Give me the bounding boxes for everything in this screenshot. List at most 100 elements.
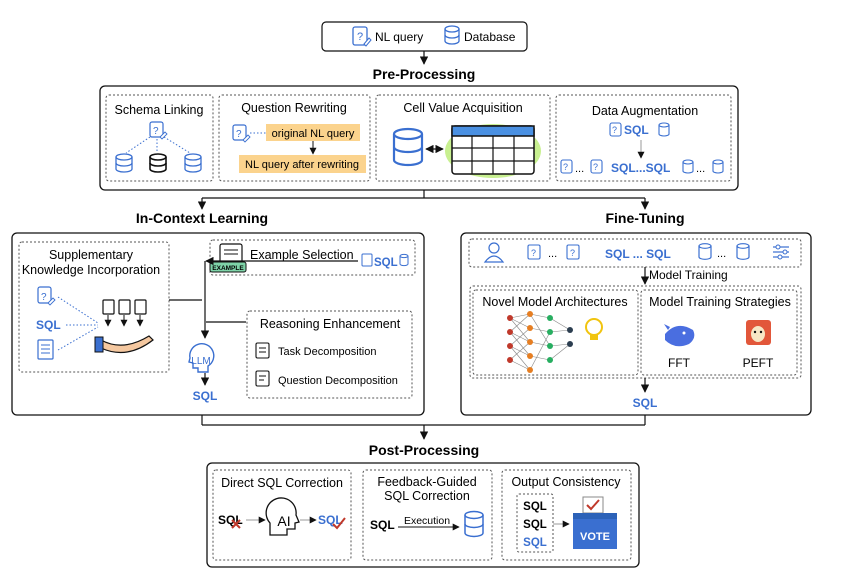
database-icon <box>115 153 133 173</box>
novel-architectures-title: Novel Model Architectures <box>482 295 627 309</box>
schema-linking-title: Schema Linking <box>115 103 204 117</box>
llm-icon: LLM <box>188 343 215 373</box>
fine-tuning-box <box>460 232 812 416</box>
svg-text:?: ? <box>563 162 568 172</box>
output-consistency-panel: Output Consistency SQL SQL SQL VOTE <box>501 469 632 561</box>
post-processing-title: Post-Processing <box>369 442 479 458</box>
vote-label: VOTE <box>580 531 610 543</box>
svg-text:?: ? <box>357 31 363 43</box>
llama-icon <box>746 320 771 345</box>
svg-text:?: ? <box>236 129 242 140</box>
database-icon <box>698 243 712 260</box>
ai-head-icon: AI <box>265 497 300 536</box>
question-icon: ? <box>37 286 56 306</box>
ellipsis-text: ... <box>575 163 584 175</box>
database-icon <box>464 510 484 538</box>
rewritten-query-label: NL query after rewriting <box>245 159 359 171</box>
question-icon: ? <box>566 244 580 260</box>
example-selection-title: Example Selection <box>250 248 354 262</box>
original-query-highlight <box>266 124 360 141</box>
svg-text:?: ? <box>153 126 159 137</box>
question-list-icon <box>255 370 270 387</box>
sql-sequence-label: SQL ... SQL <box>605 247 671 261</box>
check-icon <box>332 517 346 530</box>
feedback-line2: SQL Correction <box>384 489 470 503</box>
nl-query-label: NL query <box>375 30 423 44</box>
database-label: Database <box>464 30 516 44</box>
fft-label: FFT <box>668 356 691 370</box>
training-strategies-title: Model Training Strategies <box>649 295 791 309</box>
ft-output-sql: SQL <box>633 396 658 410</box>
neural-network-icon <box>507 311 573 373</box>
sql-label: SQL <box>36 318 61 332</box>
execution-label: Execution <box>404 515 450 527</box>
question-icon <box>361 253 373 267</box>
sql-label: SQL <box>523 537 547 549</box>
ai-label: AI <box>277 513 290 529</box>
llm-label: LLM <box>191 356 210 367</box>
original-query-label: original NL query <box>272 128 355 140</box>
database-icon <box>736 243 750 260</box>
icl-box <box>11 232 425 416</box>
question-icon: ? <box>590 159 603 174</box>
document-icon <box>37 339 54 360</box>
sql-label: SQL <box>523 501 547 513</box>
cell-value-title: Cell Value Acquisition <box>403 101 522 115</box>
checklist-icon <box>255 342 270 359</box>
example-badge: EXAMPLE <box>212 265 244 272</box>
question-icon: ? <box>232 124 251 143</box>
sql-label: SQL <box>624 123 649 137</box>
training-data-strip: ? ... ? SQL ... SQL ... <box>468 238 802 268</box>
question-icon: ? <box>609 122 622 137</box>
supplementary-knowledge-panel: Supplementary Knowledge Incorporation ? … <box>18 241 170 373</box>
svg-text:?: ? <box>41 292 47 303</box>
supplementary-line2: Knowledge Incorporation <box>22 263 160 277</box>
sql-label: SQL <box>523 519 547 531</box>
database-icon <box>399 253 409 267</box>
sql-label: SQL <box>318 513 343 527</box>
cell-value-panel: Cell Value Acquisition <box>375 94 551 182</box>
database-icon <box>712 159 724 174</box>
supplementary-line1: Supplementary <box>49 248 134 262</box>
direct-correction-panel: Direct SQL Correction SQL AI SQL <box>212 469 352 561</box>
question-rewriting-title: Question Rewriting <box>241 101 347 115</box>
sql-sequence-label: SQL...SQL <box>611 161 670 175</box>
svg-text:?: ? <box>531 248 536 258</box>
reasoning-title: Reasoning Enhancement <box>260 317 401 331</box>
task-decomposition-label: Task Decomposition <box>278 346 376 358</box>
example-document-icon: EXAMPLE <box>209 243 247 273</box>
icl-output-sql: SQL <box>193 389 218 403</box>
ballot-box-icon: VOTE <box>573 496 617 549</box>
svg-text:?: ? <box>612 125 617 135</box>
training-methods-panel: Novel Model Architectures <box>469 285 802 379</box>
fine-tuning-title: Fine-Tuning <box>605 210 684 226</box>
output-consistency-title: Output Consistency <box>511 475 621 489</box>
data-augmentation-panel: Data Augmentation ? SQL ? ... ? SQL...SQ… <box>555 94 732 182</box>
rewritten-query-highlight <box>239 155 366 173</box>
sql-label: SQL <box>374 257 398 269</box>
table-grid-icon <box>445 124 541 178</box>
svg-text:?: ? <box>593 162 598 172</box>
nl-query-icon: ? <box>352 26 372 47</box>
question-decomposition-label: Question Decomposition <box>278 375 398 387</box>
sliders-icon <box>773 244 789 260</box>
feedback-correction-panel: Feedback-Guided SQL Correction SQL Execu… <box>362 469 493 561</box>
question-icon: ? <box>527 244 541 260</box>
svg-text:?: ? <box>570 248 575 258</box>
lightbulb-icon <box>585 318 603 340</box>
pre-processing-title: Pre-Processing <box>373 66 476 82</box>
icl-title: In-Context Learning <box>136 210 268 226</box>
question-rewriting-panel: Question Rewriting ? original NL query N… <box>218 94 371 182</box>
reasoning-enhancement-panel: Reasoning Enhancement Task Decomposition… <box>246 310 413 399</box>
database-icon <box>392 127 424 167</box>
post-processing-box <box>206 462 640 568</box>
database-icon <box>658 122 670 137</box>
whale-icon <box>664 324 695 347</box>
database-icon <box>444 25 460 45</box>
schema-linking-panel: Schema Linking ? <box>105 94 214 182</box>
ellipsis-text: ... <box>696 163 705 175</box>
database-icon <box>682 159 694 174</box>
database-icon <box>149 153 167 173</box>
model-training-label: Model Training <box>649 268 728 282</box>
